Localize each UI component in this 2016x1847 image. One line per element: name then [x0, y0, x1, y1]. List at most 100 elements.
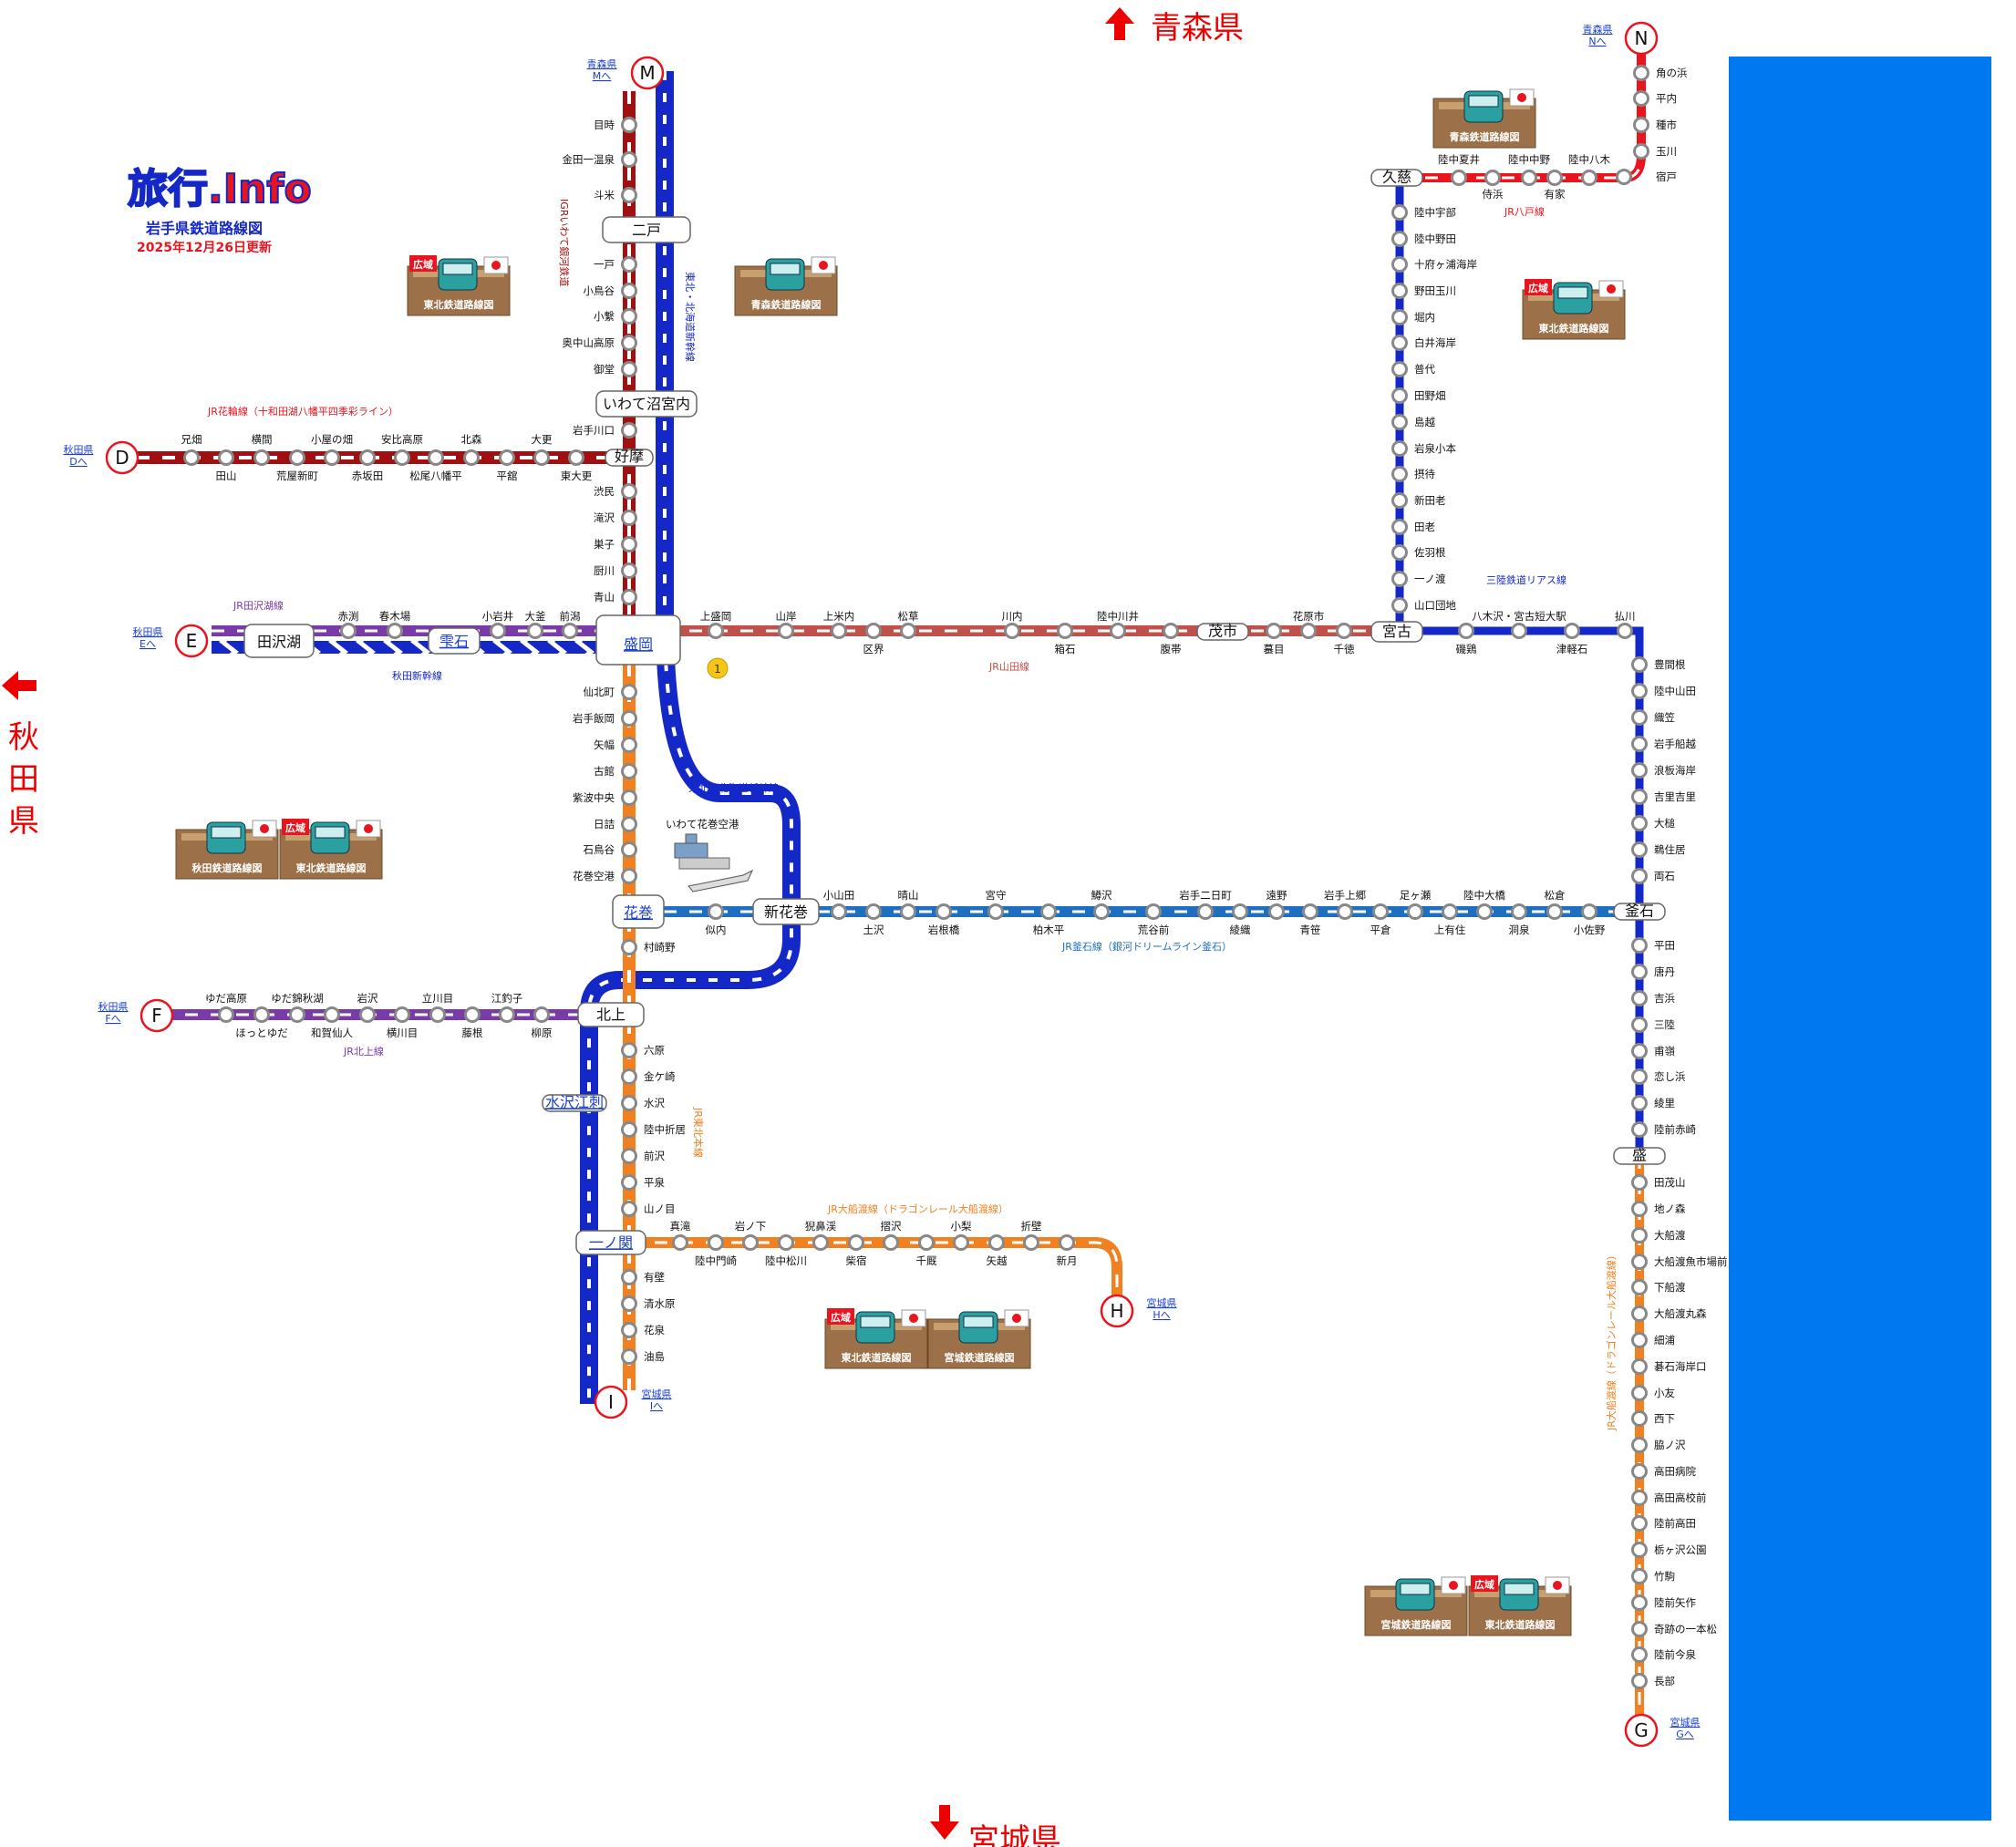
- station-dot-yamada-8[interactable]: [1163, 623, 1179, 639]
- station-dot-kitakami-7[interactable]: [464, 1006, 481, 1023]
- station-dot-sanriku-e-3[interactable]: [1617, 623, 1633, 639]
- card-aomori-1[interactable]: 青森鉄道路線図: [734, 256, 838, 316]
- station-dot-yamada-0[interactable]: [708, 623, 724, 639]
- hub-moichi[interactable]: 茂市: [1196, 622, 1249, 641]
- station-dot-kamaishi-5[interactable]: [987, 903, 1004, 920]
- station-dot-sanriku-n-15[interactable]: [1391, 597, 1408, 614]
- station-dot-sanriku-n-2[interactable]: [1391, 256, 1408, 273]
- station-dot-sanriku-n-9[interactable]: [1391, 440, 1408, 457]
- station-dot-tohoku-7[interactable]: [621, 868, 637, 884]
- station-dot-hanawa-11[interactable]: [568, 449, 584, 466]
- station-dot-sanriku-e-0[interactable]: [1458, 623, 1474, 639]
- station-dot-kamaishi-13[interactable]: [1337, 903, 1353, 920]
- hub-ichinoseki[interactable]: 一ノ関: [575, 1230, 646, 1255]
- station-dot-sanriku-n-3[interactable]: [1391, 283, 1408, 299]
- station-dot-ofunato-0[interactable]: [672, 1234, 688, 1251]
- station-dot-hanawa-0[interactable]: [183, 449, 200, 466]
- station-dot-igr-7[interactable]: [621, 361, 637, 377]
- station-dot-tohoku-8[interactable]: [621, 939, 637, 955]
- station-dot-tazawako-1[interactable]: [387, 623, 403, 639]
- station-dot-igr-1[interactable]: [621, 151, 637, 168]
- station-dot-kitakami-8[interactable]: [499, 1006, 515, 1023]
- station-dot-igr-9[interactable]: [621, 483, 637, 500]
- hub-morioka[interactable]: 盛岡: [595, 614, 681, 666]
- station-dot-tohoku-5[interactable]: [621, 816, 637, 832]
- station-dot-brt-1[interactable]: [1631, 1201, 1648, 1217]
- station-dot-tohoku-0[interactable]: [621, 684, 637, 700]
- station-dot-sanriku-s-1[interactable]: [1631, 683, 1648, 699]
- station-dot-brt-7[interactable]: [1631, 1358, 1648, 1375]
- station-dot-tazawako-3[interactable]: [527, 623, 543, 639]
- station-dot-igr-13[interactable]: [621, 589, 637, 605]
- station-dot-tohoku-13[interactable]: [621, 1148, 637, 1164]
- hub-kuji[interactable]: 久慈: [1370, 168, 1423, 187]
- hub-ninohe[interactable]: 二戸: [602, 216, 691, 243]
- station-dot-sanriku-n-11[interactable]: [1391, 492, 1408, 509]
- station-dot-yamada-11[interactable]: [1336, 623, 1352, 639]
- station-dot-brt-15[interactable]: [1631, 1568, 1648, 1584]
- station-dot-tohoku-4[interactable]: [621, 789, 637, 806]
- station-dot-tohoku-11[interactable]: [621, 1095, 637, 1111]
- station-dot-hachinohe-5[interactable]: [1581, 170, 1597, 186]
- station-dot-yamada-10[interactable]: [1266, 623, 1282, 639]
- station-dot-hanawa-1[interactable]: [218, 449, 234, 466]
- station-dot-hanawa-6[interactable]: [394, 449, 410, 466]
- station-dot-ofunato-6[interactable]: [883, 1234, 899, 1251]
- station-dot-sanriku-s-11[interactable]: [1631, 990, 1648, 1006]
- station-dot-yamada-2[interactable]: [831, 623, 847, 639]
- station-dot-tohoku-2[interactable]: [621, 737, 637, 753]
- station-dot-brt-19[interactable]: [1631, 1673, 1648, 1689]
- station-dot-yamada-6[interactable]: [1057, 623, 1073, 639]
- station-dot-yamada-7[interactable]: [1110, 623, 1126, 639]
- station-dot-sanriku-n-12[interactable]: [1391, 519, 1408, 535]
- station-dot-sanriku-s-0[interactable]: [1631, 656, 1648, 673]
- station-dot-sanriku-s-14[interactable]: [1631, 1068, 1648, 1085]
- station-dot-kamaishi-19[interactable]: [1546, 903, 1563, 920]
- station-dot-kitakami-5[interactable]: [394, 1006, 410, 1023]
- station-dot-kitakami-3[interactable]: [324, 1006, 340, 1023]
- station-dot-brt-13[interactable]: [1631, 1515, 1648, 1532]
- station-dot-tohoku-17[interactable]: [621, 1295, 637, 1312]
- station-dot-sanriku-n-14[interactable]: [1391, 571, 1408, 587]
- station-dot-ofunato-9[interactable]: [988, 1234, 1005, 1251]
- station-dot-brt-12[interactable]: [1631, 1490, 1648, 1506]
- hub-miyako[interactable]: 宮古: [1370, 621, 1423, 643]
- card-miyagi-1[interactable]: 宮城鉄道路線図: [927, 1309, 1031, 1369]
- station-dot-kitakami-9[interactable]: [533, 1006, 550, 1023]
- station-dot-sanriku-s-15[interactable]: [1631, 1095, 1648, 1111]
- station-dot-brt-8[interactable]: [1631, 1385, 1648, 1401]
- station-dot-tohoku-15[interactable]: [621, 1201, 637, 1217]
- hub-mizusawaesashi[interactable]: 水沢江刺: [542, 1093, 607, 1112]
- station-dot-ofunato-1[interactable]: [708, 1234, 724, 1251]
- station-dot-sanriku-s-16[interactable]: [1631, 1121, 1648, 1138]
- station-dot-sanriku-s-9[interactable]: [1631, 937, 1648, 954]
- station-dot-hachinohe-2[interactable]: [1633, 117, 1649, 133]
- station-dot-kamaishi-7[interactable]: [1093, 903, 1110, 920]
- station-dot-tohoku-10[interactable]: [621, 1068, 637, 1085]
- station-dot-brt-17[interactable]: [1631, 1621, 1648, 1637]
- station-dot-ofunato-10[interactable]: [1023, 1234, 1039, 1251]
- station-dot-kamaishi-2[interactable]: [865, 903, 882, 920]
- station-dot-yamada-3[interactable]: [865, 623, 882, 639]
- hub-kitakami[interactable]: 北上: [577, 1002, 645, 1027]
- station-dot-sanriku-s-3[interactable]: [1631, 736, 1648, 752]
- station-dot-hachinohe-7[interactable]: [1521, 170, 1537, 186]
- card-aomori-2[interactable]: 青森鉄道路線図: [1432, 88, 1536, 149]
- station-dot-kamaishi-6[interactable]: [1040, 903, 1057, 920]
- station-dot-hachinohe-9[interactable]: [1451, 170, 1467, 186]
- hub-sakari[interactable]: 盛: [1613, 1146, 1666, 1165]
- station-dot-ofunato-2[interactable]: [742, 1234, 759, 1251]
- station-dot-sanriku-s-5[interactable]: [1631, 789, 1648, 805]
- station-dot-brt-0[interactable]: [1631, 1174, 1648, 1191]
- station-dot-brt-16[interactable]: [1631, 1594, 1648, 1611]
